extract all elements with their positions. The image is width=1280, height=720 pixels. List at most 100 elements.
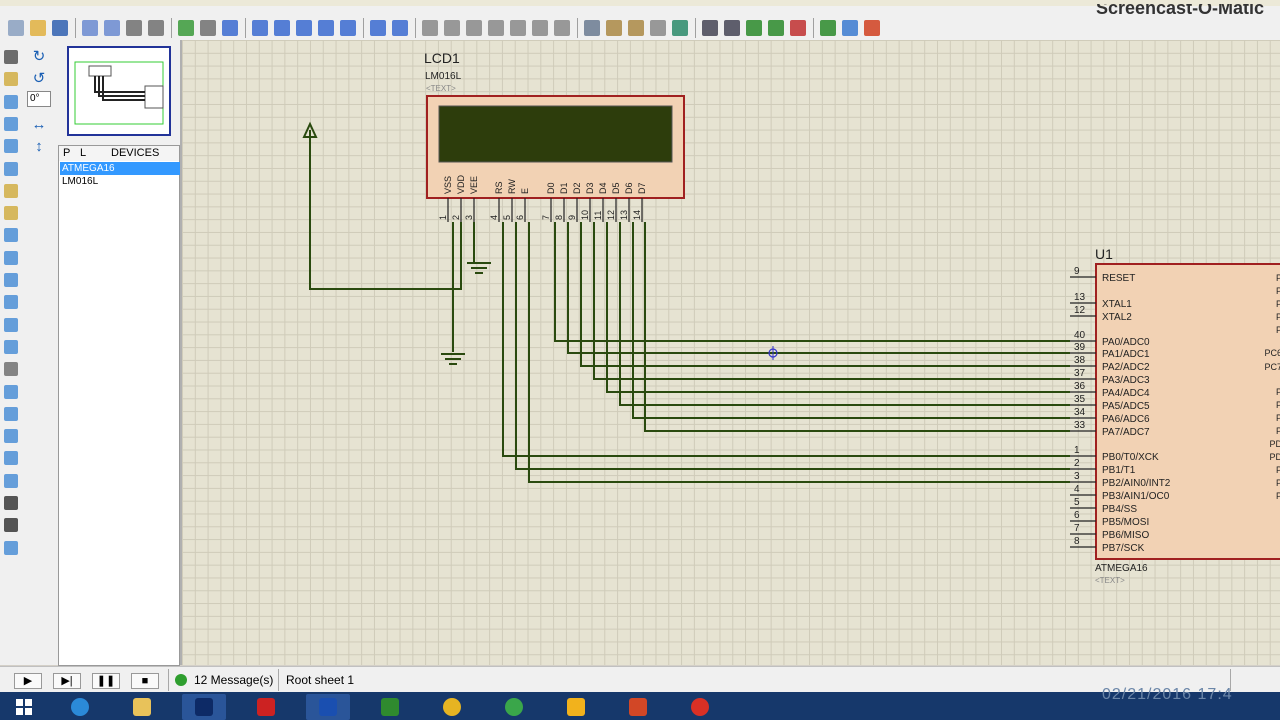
current-probe-icon[interactable] bbox=[4, 339, 18, 354]
taskbar-powerpoint[interactable] bbox=[616, 694, 660, 720]
mcu-pin-name: XTAL2 bbox=[1102, 312, 1132, 323]
mcu-component[interactable]: U1ATMEGA16<TEXT>9RESET13XTAL112XTAL240PA… bbox=[1070, 246, 1280, 585]
pick-device-icon[interactable] bbox=[584, 20, 600, 36]
taskbar-isis[interactable] bbox=[306, 694, 350, 720]
wire-label-icon[interactable] bbox=[4, 116, 18, 131]
remove-sheet-icon[interactable] bbox=[768, 20, 784, 36]
stop-button[interactable]: ■ bbox=[131, 673, 159, 689]
subcircuit-icon[interactable] bbox=[4, 183, 18, 198]
zoom-area-icon[interactable] bbox=[340, 20, 356, 36]
device-item-atmega16[interactable]: ATMEGA16 bbox=[60, 162, 180, 175]
mirror-vertical-icon[interactable]: ↕ bbox=[35, 138, 43, 155]
powerpoint-icon bbox=[629, 698, 647, 716]
text-icon[interactable] bbox=[4, 496, 18, 510]
mcu-right-pin-name: P bbox=[1276, 426, 1280, 436]
property-assign-icon[interactable] bbox=[724, 20, 740, 36]
start-button[interactable] bbox=[2, 694, 46, 720]
copy-icon[interactable] bbox=[444, 20, 460, 36]
undo-icon[interactable] bbox=[370, 20, 386, 36]
line-icon[interactable] bbox=[4, 384, 18, 399]
taskbar-app2[interactable] bbox=[554, 694, 598, 720]
symbol-icon[interactable] bbox=[4, 518, 18, 533]
play-button[interactable]: ▶ bbox=[14, 673, 42, 689]
export-icon[interactable] bbox=[104, 20, 120, 36]
marker-icon[interactable] bbox=[4, 540, 18, 555]
block-rotate-icon[interactable] bbox=[532, 20, 548, 36]
tab-library[interactable]: L bbox=[80, 147, 87, 159]
new-file-icon[interactable] bbox=[8, 20, 24, 36]
rotate-ccw-icon[interactable]: ↺ bbox=[32, 70, 46, 87]
zoom-all-icon[interactable] bbox=[318, 20, 334, 36]
step-button[interactable]: ▶| bbox=[53, 673, 81, 689]
refresh-icon[interactable] bbox=[178, 20, 194, 36]
mcu-pin-name: PA0/ADC0 bbox=[1102, 337, 1150, 348]
voltage-probe-icon[interactable] bbox=[4, 317, 18, 332]
junction-icon[interactable] bbox=[4, 94, 18, 109]
lcd-pin-number: 3 bbox=[464, 215, 474, 220]
circle-icon[interactable] bbox=[4, 429, 18, 444]
overview-window[interactable] bbox=[67, 46, 171, 136]
generator-icon[interactable] bbox=[4, 295, 18, 310]
make-device-icon[interactable] bbox=[606, 20, 622, 36]
redo-icon[interactable] bbox=[392, 20, 408, 36]
block-copy-icon[interactable] bbox=[488, 20, 504, 36]
bill-of-materials-icon[interactable] bbox=[820, 20, 836, 36]
taskbar-ares[interactable] bbox=[368, 694, 412, 720]
lcd-pin-number: 9 bbox=[567, 215, 577, 220]
path-icon[interactable] bbox=[4, 473, 18, 488]
taskbar-cvavr[interactable] bbox=[244, 694, 288, 720]
select-icon[interactable] bbox=[4, 50, 18, 64]
print-area-icon[interactable] bbox=[148, 20, 164, 36]
taskbar-explorer[interactable] bbox=[120, 694, 164, 720]
taskbar-ie[interactable] bbox=[58, 694, 102, 720]
exit-sheet-icon[interactable] bbox=[790, 20, 806, 36]
origin-icon[interactable] bbox=[222, 20, 238, 36]
message-count[interactable]: 12 Message(s) bbox=[194, 673, 274, 687]
taskbar-chrome2[interactable] bbox=[678, 694, 722, 720]
wire-autorouter-icon[interactable] bbox=[672, 20, 688, 36]
taskbar-chrome[interactable] bbox=[430, 694, 474, 720]
mcu-pin-name: XTAL1 bbox=[1102, 299, 1132, 310]
terminals-icon[interactable] bbox=[4, 206, 18, 221]
component-icon[interactable] bbox=[4, 72, 18, 87]
device-item-lm016l[interactable]: LM016L bbox=[62, 176, 99, 187]
mcu-right-pin-name: P bbox=[1276, 400, 1280, 410]
save-file-icon[interactable] bbox=[52, 20, 68, 36]
virtual-instruments-icon[interactable] bbox=[4, 362, 18, 377]
block-delete-icon[interactable] bbox=[554, 20, 570, 36]
new-sheet-icon[interactable] bbox=[746, 20, 762, 36]
bus-icon[interactable] bbox=[4, 161, 18, 176]
packaging-icon[interactable] bbox=[628, 20, 644, 36]
arc-icon[interactable] bbox=[4, 451, 18, 466]
paste-icon[interactable] bbox=[466, 20, 482, 36]
lcd-pin-number: 4 bbox=[489, 215, 499, 220]
text-script-icon[interactable] bbox=[4, 139, 18, 154]
decompose-icon[interactable] bbox=[650, 20, 666, 36]
cut-icon[interactable] bbox=[422, 20, 438, 36]
pan-icon[interactable] bbox=[252, 20, 268, 36]
device-pins-icon[interactable] bbox=[4, 228, 18, 243]
taskbar-app[interactable] bbox=[182, 694, 226, 720]
zoom-in-icon[interactable] bbox=[274, 20, 290, 36]
mcu-body[interactable] bbox=[1095, 263, 1280, 560]
mirror-horizontal-icon[interactable]: ↔ bbox=[31, 116, 47, 133]
rotation-angle-field[interactable]: 0° bbox=[27, 91, 51, 107]
graph-icon[interactable] bbox=[4, 250, 18, 265]
block-move-icon[interactable] bbox=[510, 20, 526, 36]
tape-recorder-icon[interactable] bbox=[4, 273, 18, 287]
netlist-to-ares-icon[interactable] bbox=[864, 20, 880, 36]
grid-icon[interactable] bbox=[200, 20, 216, 36]
box-icon[interactable] bbox=[4, 406, 18, 421]
pause-button[interactable]: ❚❚ bbox=[92, 673, 120, 689]
tab-pick[interactable]: P bbox=[63, 147, 71, 159]
rotate-cw-icon[interactable]: ↻ bbox=[32, 48, 46, 65]
import-icon[interactable] bbox=[82, 20, 98, 36]
search-icon[interactable] bbox=[702, 20, 718, 36]
open-file-icon[interactable] bbox=[30, 20, 46, 36]
taskbar-download-manager[interactable] bbox=[492, 694, 536, 720]
print-icon[interactable] bbox=[126, 20, 142, 36]
zoom-out-icon[interactable] bbox=[296, 20, 312, 36]
electrical-check-icon[interactable] bbox=[842, 20, 858, 36]
